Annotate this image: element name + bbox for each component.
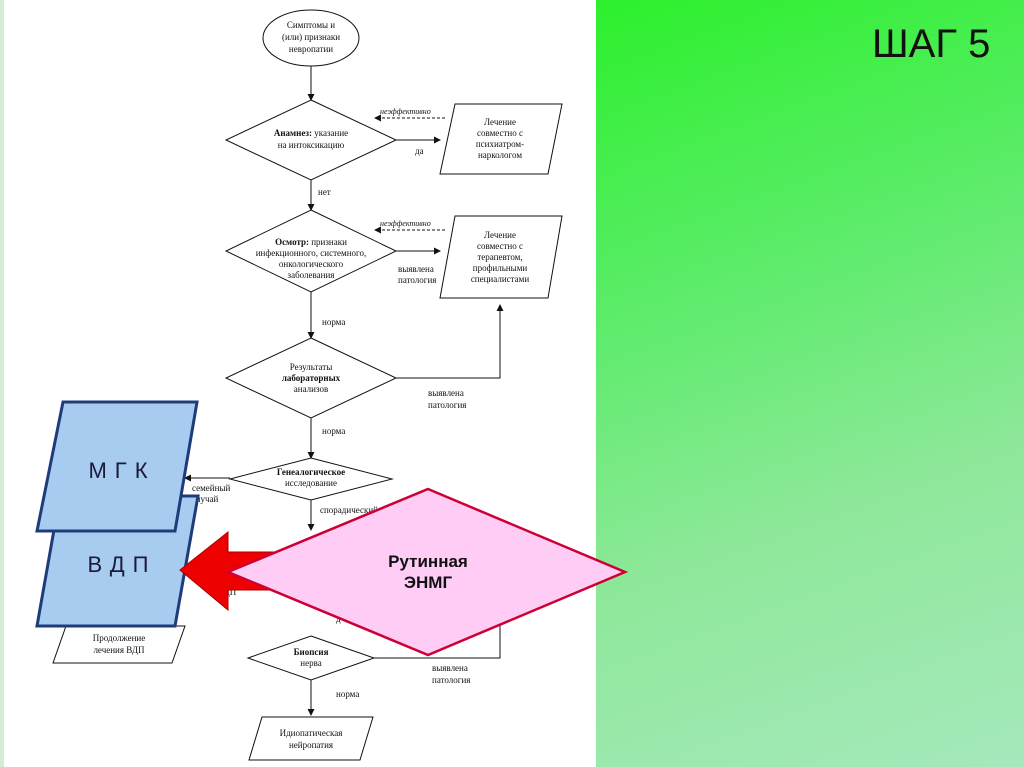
enmg-diamond: Рутинная ЭНМГ [224,487,629,657]
psych-line-2: совместно с [477,128,523,138]
start-line-1: Симптомы и [287,20,335,30]
therapist-line-3: терапевтом, [477,252,522,262]
label-sporadic: спорадический [320,505,378,515]
psych-line-3: психиатром- [476,139,524,149]
label-norm-2: норма [322,426,345,436]
label-pathology-2a: выявлена [428,388,464,398]
continue-vdp-node: Продолжение лечения ВДП [52,625,186,664]
label-pathology-1a: выявлена [398,264,434,274]
label-no: нет [318,187,331,197]
label-norm-1: норма [322,317,345,327]
lab-decision: Результаты лабораторных анализов [224,337,398,419]
vdp-label: ВДП [88,552,157,577]
psych-line-4: наркологом [478,150,522,160]
idiopathic-line-1: Идиопатическая [280,728,343,738]
anamnesis-line-1: Анамнез: указание [274,128,348,138]
mgk-label: МГК [88,458,155,483]
psych-line-1: Лечение [484,117,516,127]
label-ineffective-2: неэффективно [380,219,431,228]
label-ineffective-1: неэффективно [380,107,431,116]
start-line-3: невропатии [289,44,333,54]
start-line-2: (или) признаки [282,32,340,42]
therapist-line-4: профильными [473,263,528,273]
genealogy-line-2: исследование [285,478,337,488]
green-panel [596,0,1024,767]
label-pathology-2b: патология [428,400,466,410]
enmg-line-2: ЭНМГ [404,573,453,592]
genealogy-decision: Генеалогическое исследование [228,457,394,501]
treatment-therapist-node: Лечение совместно с терапевтом, профильн… [439,215,563,299]
step-title: ШАГ 5 [872,22,991,66]
lab-line-2: лабораторных [282,373,341,383]
lab-line-1: Результаты [290,362,333,372]
therapist-line-5: специалистами [471,274,530,284]
exam-line-3: онкологического [279,259,344,269]
label-family-2: случай [192,494,219,504]
connectors [184,66,504,716]
label-pathology-1b: патология [398,275,436,285]
lab-line-3: анализов [294,384,328,394]
anamnesis-decision: Анамнез: указание на интоксикацию [224,99,398,181]
therapist-line-2: совместно с [477,241,523,251]
label-yes: да [415,146,424,156]
exam-decision: Осмотр: признаки инфекционного, системно… [224,209,398,293]
label-norm-3: норма [336,689,359,699]
label-pathology-3b: патология [432,675,470,685]
biopsy-line-2: нерва [300,658,321,668]
biopsy-decision: Биопсия нерва [246,635,376,681]
therapist-line-1: Лечение [484,230,516,240]
treatment-psych-node: Лечение совместно с психиатром- нарколог… [439,103,563,175]
anamnesis-line-2: на интоксикацию [278,140,345,150]
continue-vdp-line-2: лечения ВДП [93,645,145,655]
exam-line-4: заболевания [288,270,335,280]
continue-vdp-line-1: Продолжение [93,633,145,643]
left-border [0,0,4,767]
enmg-line-1: Рутинная [388,552,468,571]
label-pathology-3a: выявлена [432,663,468,673]
exam-line-2: инфекционного, системного, [256,248,367,258]
label-family-1: семейный [192,483,230,493]
mgk-box: МГК [35,400,199,533]
genealogy-line-1: Генеалогическое [277,467,345,477]
exam-line-1: Осмотр: признаки [275,237,347,247]
biopsy-line-1: Биопсия [294,647,329,657]
idiopathic-line-2: нейропатия [289,740,333,750]
start-node: Симптомы и (или) признаки невропатии [262,9,360,67]
idiopathic-node: Идиопатическая нейропатия [248,716,374,761]
